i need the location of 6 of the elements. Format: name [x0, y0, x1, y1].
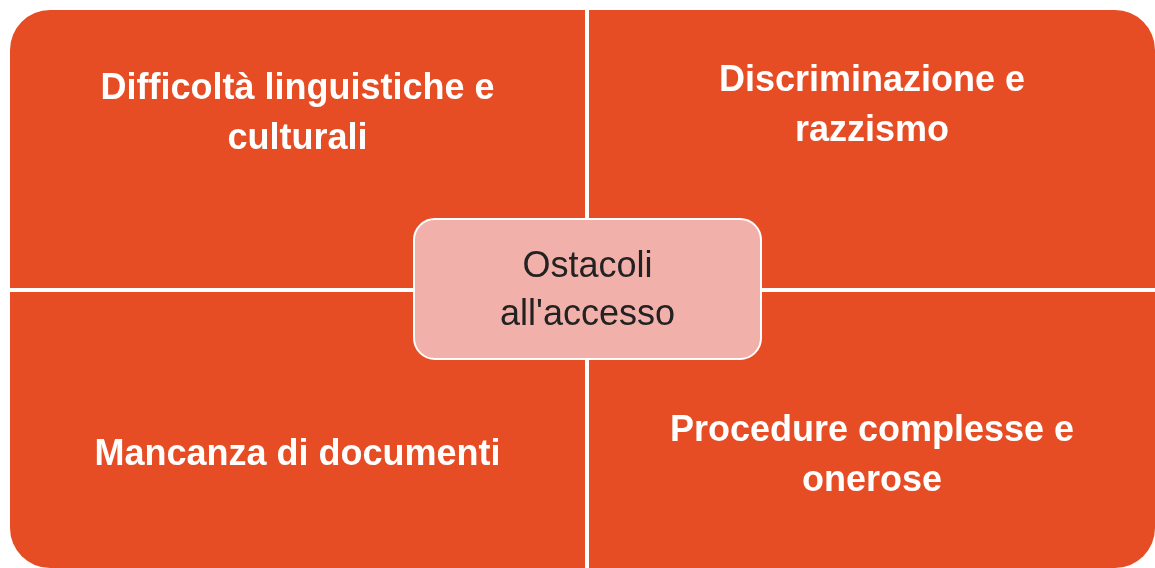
quadrant-title: Mancanza di documenti	[94, 431, 501, 475]
quadrant-title: Discriminazione e razzismo	[717, 57, 1027, 151]
quadrant-title: Procedure complesse e onerose	[668, 407, 1076, 501]
center-box	[413, 218, 762, 360]
center-title: Ostacoli all'accesso	[499, 243, 676, 335]
quadrant-title: Difficoltà linguistiche e culturali	[99, 65, 496, 159]
